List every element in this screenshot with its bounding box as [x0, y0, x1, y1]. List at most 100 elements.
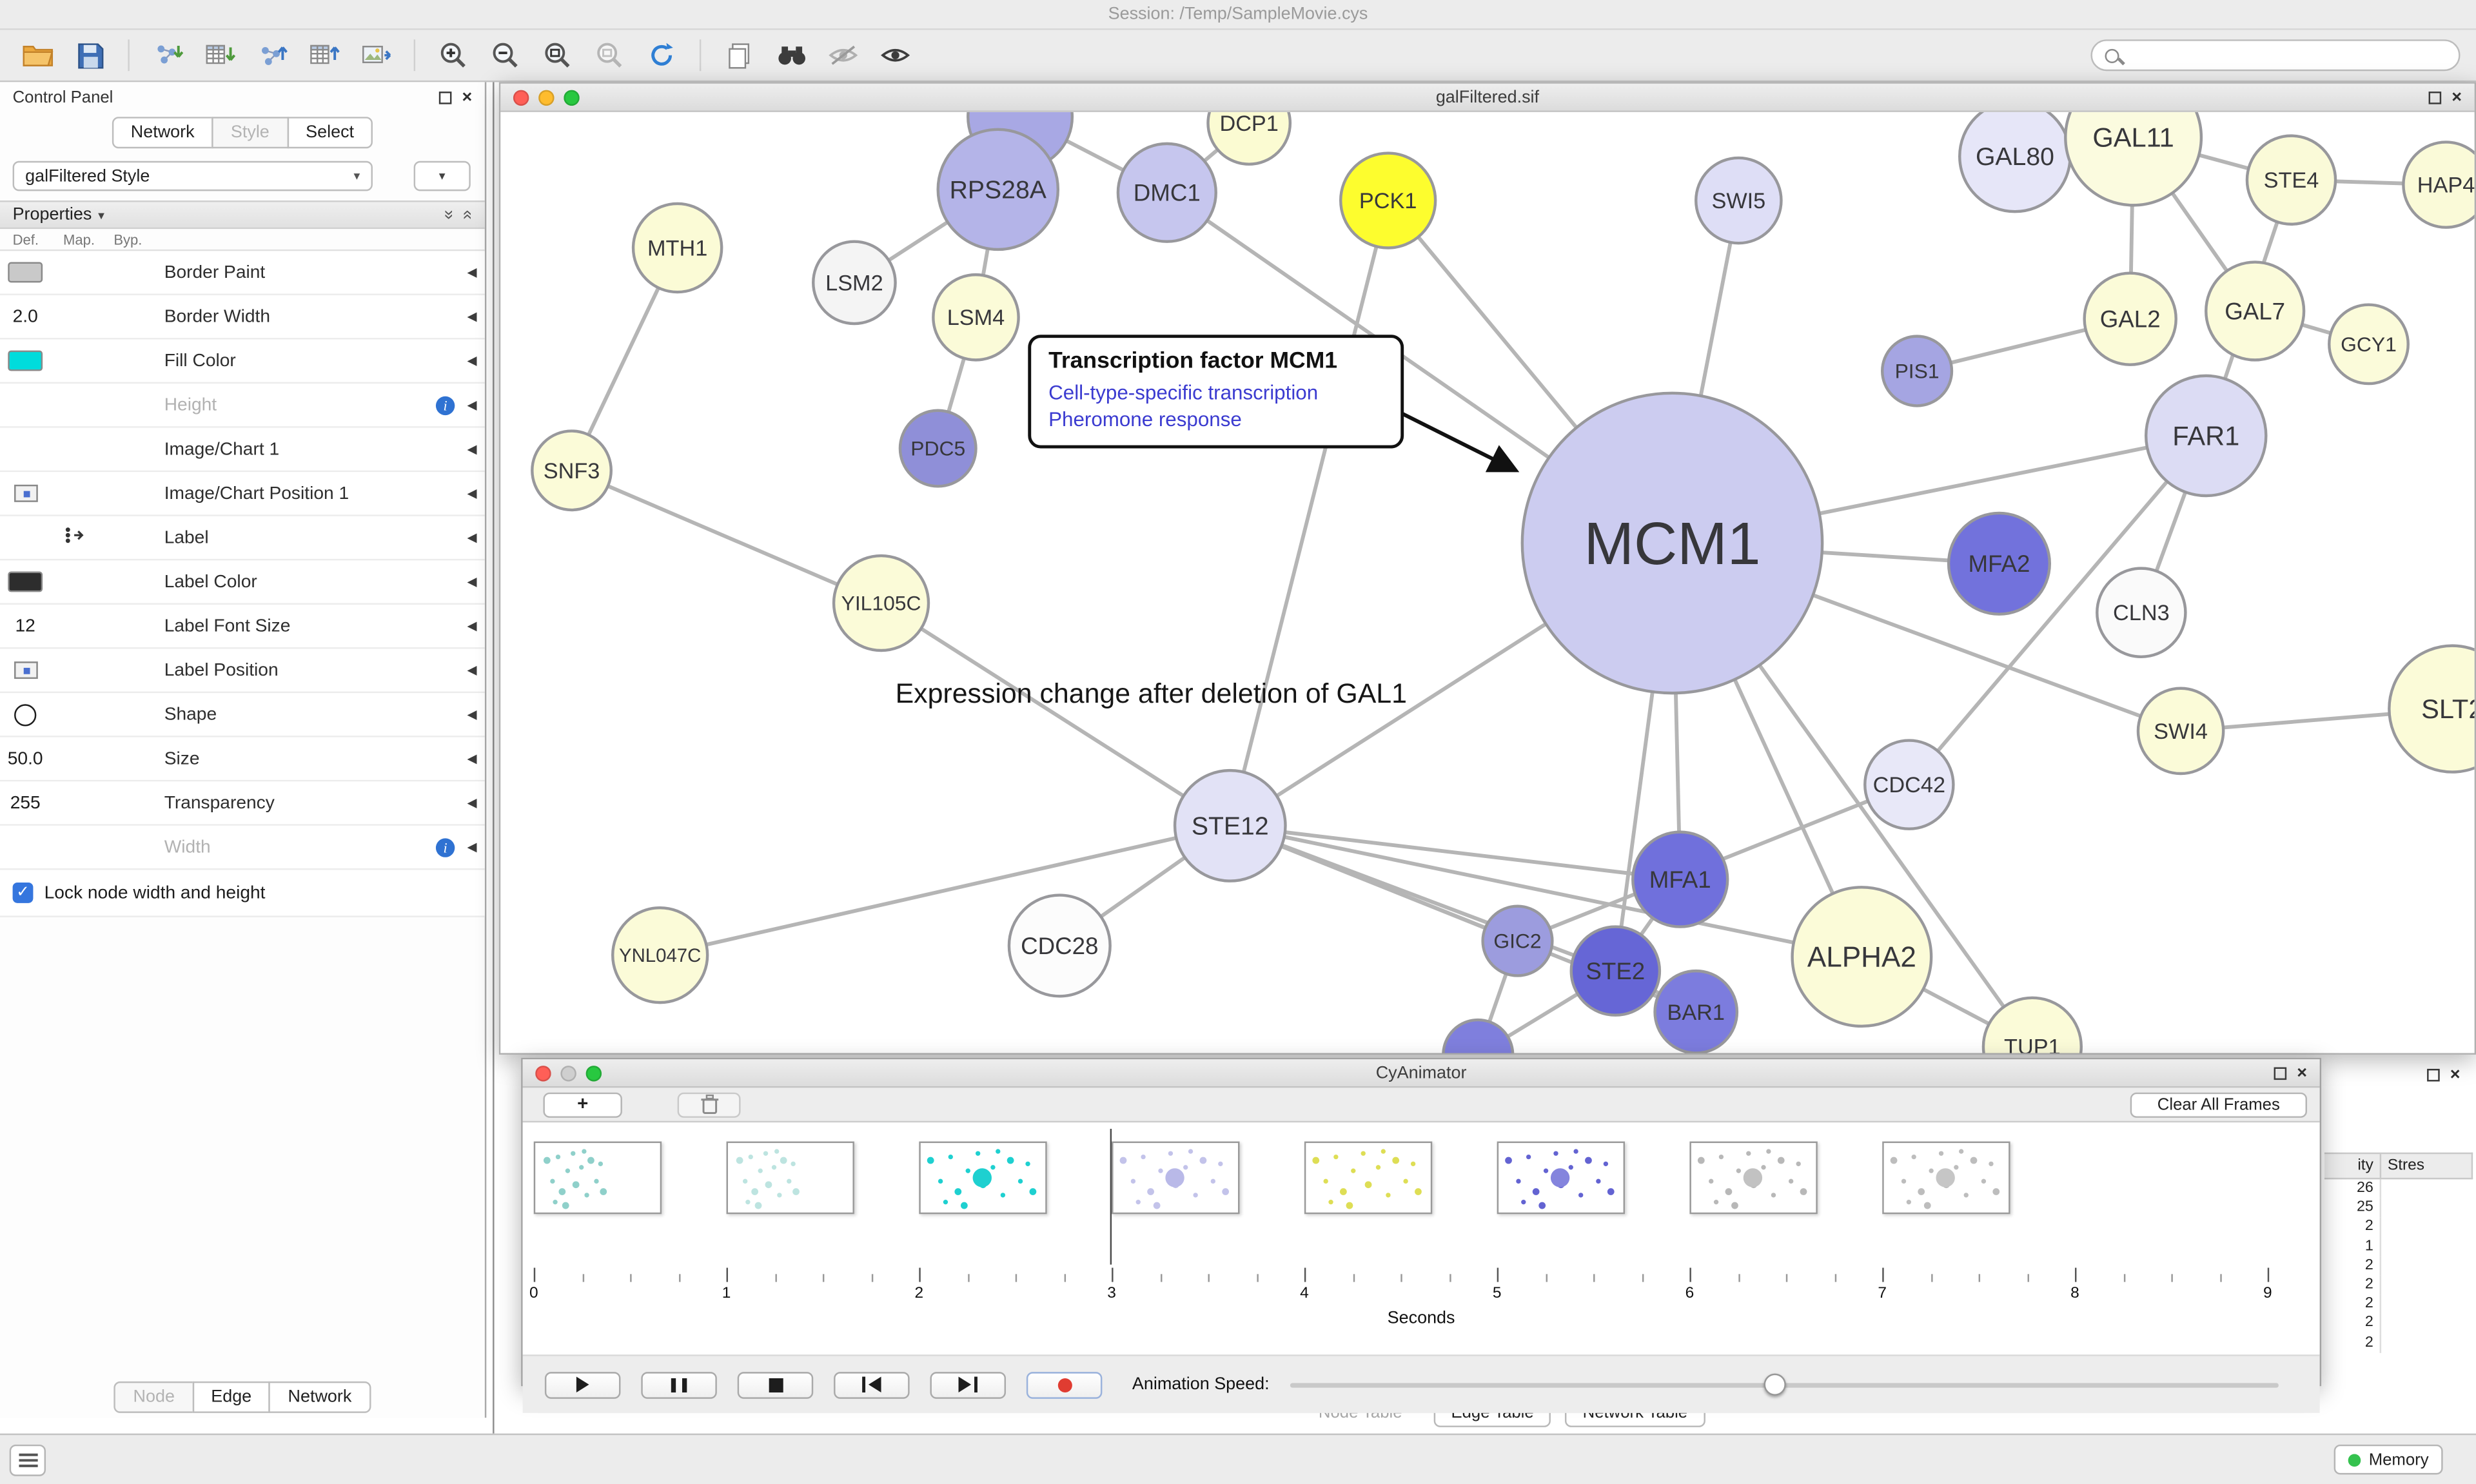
frame-thumbnail-3[interactable] [1112, 1141, 1240, 1215]
property-row-image-chart-1[interactable]: Image/Chart 1◀ [0, 427, 485, 473]
pause-button[interactable] [641, 1371, 717, 1398]
network-edge-STE12-YIL105C[interactable] [879, 601, 1232, 828]
network-node-PDC5[interactable]: PDC5 [898, 409, 978, 488]
network-node-SWI5[interactable]: SWI5 [1695, 156, 1783, 245]
table-row[interactable]: 1 [2324, 1236, 2473, 1256]
network-node-STE12[interactable]: STE12 [1173, 768, 1287, 883]
column-header[interactable]: ity [2324, 1154, 2382, 1178]
expand-row-arrow-icon[interactable]: ◀ [467, 574, 477, 589]
network-node-RPS28A[interactable]: RPS28A [936, 128, 1060, 251]
network-node-CDC28[interactable]: CDC28 [1007, 893, 1112, 998]
expand-row-arrow-icon[interactable]: ◀ [467, 663, 477, 678]
table-row[interactable]: 26 [2324, 1179, 2473, 1199]
maximize-window-button[interactable] [564, 90, 580, 106]
search-input[interactable] [2127, 46, 2446, 65]
copy-button[interactable] [717, 35, 761, 76]
float-panel-icon[interactable] [438, 90, 451, 104]
current-style-dropdown[interactable]: galFiltered Style ▾ [12, 161, 373, 191]
slider-handle[interactable] [1763, 1372, 1786, 1395]
network-node-YIL105C[interactable]: YIL105C [832, 554, 930, 652]
network-node-n_bot[interactable] [1442, 1018, 1515, 1053]
network-edge-FAR1-CDC42[interactable] [1907, 434, 2208, 786]
close-view-icon[interactable]: × [2451, 88, 2462, 108]
network-node-LSM4[interactable]: LSM4 [932, 273, 1020, 362]
annotation-link[interactable]: Pheromone response [1048, 407, 1242, 431]
network-edge-STE12-ALPHA2[interactable] [1230, 823, 1862, 959]
expand-row-arrow-icon[interactable]: ◀ [467, 353, 477, 368]
network-node-BAR1[interactable]: BAR1 [1653, 969, 1739, 1053]
delete-frame-button[interactable] [677, 1091, 741, 1117]
network-node-CDC42[interactable]: CDC42 [1863, 739, 1955, 830]
open-session-button[interactable] [15, 35, 60, 76]
network-node-PCK1[interactable]: PCK1 [1339, 151, 1437, 249]
network-node-HAP4[interactable]: HAP4 [2402, 141, 2475, 229]
clear-all-frames-button[interactable]: Clear All Frames [2130, 1092, 2307, 1118]
stop-button[interactable] [737, 1371, 814, 1398]
annotation-link[interactable]: Cell-type-specific transcription [1048, 380, 1319, 404]
skip-to-end-button[interactable] [930, 1371, 1007, 1398]
property-row-fill-color[interactable]: Fill Color◀ [0, 339, 485, 384]
network-node-MFA1[interactable]: MFA1 [1631, 830, 1729, 928]
export-table-button[interactable] [302, 35, 346, 76]
network-node-TUP1[interactable]: TUP1 [1981, 996, 2083, 1053]
table-row[interactable]: 2 [2324, 1294, 2473, 1314]
zoom-fit-button[interactable] [535, 35, 580, 76]
tab-network[interactable]: Network [112, 117, 213, 149]
animation-speed-slider[interactable] [1290, 1371, 2279, 1398]
close-panel-icon[interactable]: × [462, 87, 473, 107]
show-all-button[interactable] [873, 35, 918, 76]
expand-row-arrow-icon[interactable]: ◀ [467, 265, 477, 280]
color-swatch[interactable] [8, 350, 43, 371]
close-window-button[interactable] [535, 1066, 551, 1082]
skip-to-start-button[interactable] [834, 1371, 910, 1398]
expand-row-arrow-icon[interactable]: ◀ [467, 530, 477, 545]
export-image-button[interactable] [354, 35, 398, 76]
import-table-button[interactable] [197, 35, 242, 76]
network-edge-STE12-YNL047C[interactable] [660, 823, 1231, 957]
expand-row-arrow-icon[interactable]: ◀ [467, 486, 477, 501]
expand-row-arrow-icon[interactable]: ◀ [467, 839, 477, 854]
style-target-tab-network[interactable]: Network [269, 1381, 371, 1413]
property-row-label-color[interactable]: Label Color◀ [0, 560, 485, 605]
property-row-label[interactable]: Label◀ [0, 516, 485, 561]
frame-thumbnail-4[interactable] [1304, 1141, 1433, 1215]
style-target-tab-edge[interactable]: Edge [192, 1381, 271, 1413]
style-target-tab-node[interactable]: Node [114, 1381, 194, 1413]
color-swatch[interactable] [8, 571, 43, 592]
network-node-GAL11[interactable]: GAL11 [2064, 112, 2203, 207]
add-frame-button[interactable]: + [543, 1091, 622, 1117]
panel-splitter[interactable] [493, 82, 495, 1434]
table-row[interactable]: 2 [2324, 1333, 2473, 1353]
network-node-LSM2[interactable]: LSM2 [812, 240, 897, 326]
network-node-MTH1[interactable]: MTH1 [631, 202, 723, 294]
frame-thumbnail-5[interactable] [1497, 1141, 1626, 1215]
network-node-CLN3[interactable]: CLN3 [2096, 567, 2187, 658]
network-node-MFA2[interactable]: MFA2 [1947, 511, 2052, 616]
refresh-button[interactable] [640, 35, 684, 76]
network-node-ALPHA2[interactable]: ALPHA2 [1791, 886, 1933, 1028]
expand-row-arrow-icon[interactable]: ◀ [467, 619, 477, 634]
property-row-shape[interactable]: Shape◀ [0, 693, 485, 737]
network-node-STE2[interactable]: STE2 [1569, 925, 1662, 1017]
lock-node-size-checkbox[interactable]: ✓ Lock node width and height [0, 870, 485, 917]
network-node-FAR1[interactable]: FAR1 [2144, 374, 2268, 498]
zoom-in-button[interactable] [431, 35, 476, 76]
color-swatch[interactable] [8, 262, 43, 283]
default-value[interactable]: 2.0 [12, 307, 38, 326]
network-node-GAL80[interactable]: GAL80 [1958, 112, 2072, 213]
expand-row-arrow-icon[interactable]: ◀ [467, 751, 477, 766]
tab-select[interactable]: Select [286, 117, 373, 149]
dock-window-icon[interactable] [2273, 1067, 2286, 1080]
network-node-SNF3[interactable]: SNF3 [531, 429, 613, 512]
default-value[interactable]: 12 [15, 616, 35, 636]
frame-thumbnail-2[interactable] [919, 1141, 1047, 1215]
default-value[interactable]: 50.0 [7, 749, 43, 768]
network-node-GAL2[interactable]: GAL2 [2083, 271, 2177, 366]
tab-style[interactable]: Style [211, 117, 289, 149]
